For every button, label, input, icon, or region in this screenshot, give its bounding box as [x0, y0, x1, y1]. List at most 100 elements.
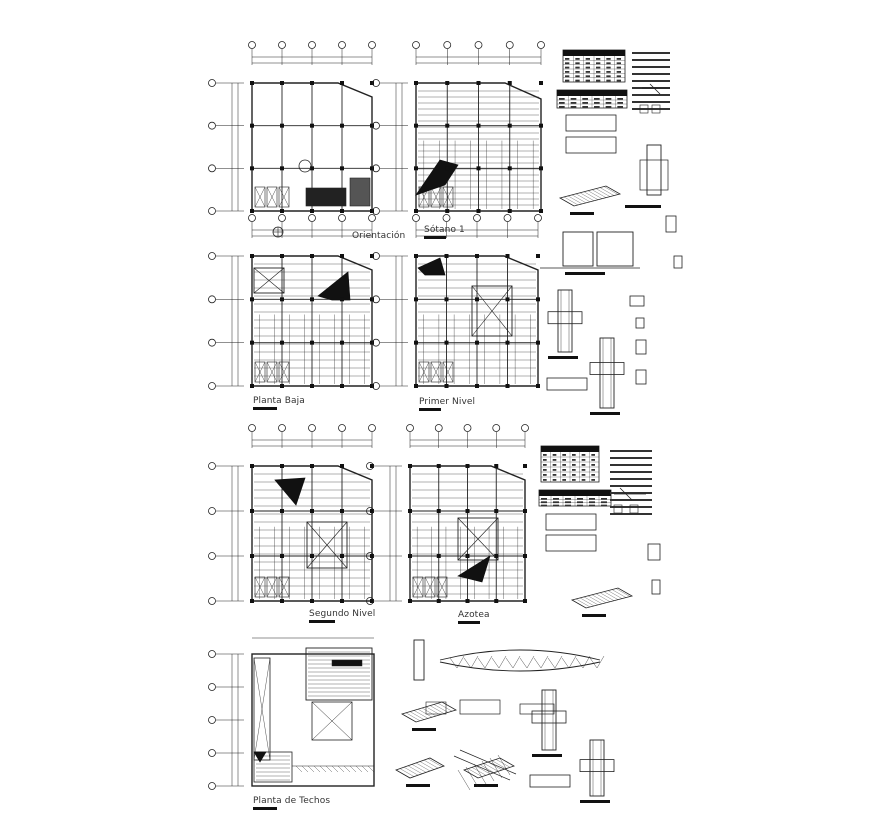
column-mark [370, 123, 374, 128]
plan-outline [415, 82, 542, 212]
notes-text [610, 471, 652, 473]
grid-axis-bubble [208, 164, 216, 173]
stair-box [442, 361, 454, 383]
void-cross [442, 361, 454, 383]
stair-box [266, 186, 278, 208]
table-cell-text [606, 66, 611, 69]
slab-hatch [433, 704, 449, 713]
hatched-area [253, 751, 267, 763]
void-cross [418, 361, 430, 383]
column-mark [250, 123, 254, 128]
slab-hatch [595, 188, 611, 197]
joint-detail [459, 699, 501, 715]
joist-line [337, 765, 345, 773]
column-mark [340, 509, 344, 513]
slab-hatch [401, 713, 417, 723]
table-cell-text [565, 66, 570, 69]
grid-axis-bubble [338, 214, 346, 222]
footing-detail [596, 231, 634, 267]
table-cell-text [616, 66, 621, 69]
table-cell-text [575, 71, 580, 73]
void-cross [424, 576, 436, 598]
truss-web [498, 655, 507, 669]
column-detail [589, 739, 605, 797]
column-mark [408, 554, 412, 558]
grid-axis-bubble [248, 214, 256, 222]
grid-axis-bubble [338, 41, 346, 49]
footing-detail [562, 231, 594, 267]
base-plate-detail [529, 774, 571, 788]
table-header [541, 446, 599, 452]
column-mark [475, 384, 479, 388]
column-mark [280, 297, 284, 302]
table-cell-text [596, 62, 601, 65]
column-mark [476, 166, 481, 171]
column-mark [465, 599, 470, 603]
slab-hatch [563, 196, 579, 206]
void-cross [306, 521, 348, 569]
grid-axis-bubble [308, 424, 316, 432]
pile-detail [646, 144, 662, 196]
table-cell-text [565, 504, 571, 507]
joist-line [349, 765, 357, 773]
table-cell-text [565, 58, 570, 60]
notes-text [610, 499, 652, 501]
slab-hatch [413, 710, 429, 719]
slab-hatch [611, 589, 627, 598]
column-mark [340, 123, 344, 128]
notes-text [632, 108, 670, 110]
slab-hatch [399, 768, 415, 777]
column-mark [536, 254, 540, 258]
drawing-rect [639, 104, 649, 114]
slab-hatch [405, 712, 421, 721]
notes-text [632, 52, 670, 54]
table-cell-text [606, 79, 611, 82]
detail-title [548, 356, 578, 359]
stair-box [266, 576, 278, 598]
table-cell-text [575, 79, 580, 82]
notes-text [610, 506, 652, 508]
grid-axis-bubble [372, 79, 380, 87]
stair-void [306, 521, 348, 569]
title-underline [253, 407, 277, 410]
table-cell-text [577, 498, 583, 500]
column-mark [250, 509, 254, 513]
column-mark [505, 297, 510, 302]
slab-hatch [395, 769, 411, 779]
title-underline [419, 408, 441, 411]
column-mark [494, 509, 499, 513]
truss-web [540, 655, 549, 669]
column-mark [436, 464, 441, 468]
column-mark [408, 599, 412, 603]
truss-web [582, 655, 591, 669]
grid-axis-bubble [412, 41, 420, 49]
title-underline [424, 236, 446, 239]
grid-axis-bubble [208, 462, 216, 470]
column-mark [370, 554, 374, 558]
column-mark [370, 464, 374, 468]
table-cell-text [543, 464, 547, 466]
column-mark [414, 81, 418, 85]
grid-axis-bubble [208, 382, 216, 390]
truss-web [512, 655, 521, 669]
detail-title [412, 728, 436, 731]
column-mark [340, 297, 344, 302]
table-cell-text [570, 106, 577, 108]
table-cell-text [596, 79, 601, 82]
grid-axis-bubble [366, 552, 374, 560]
drawing-rect [665, 215, 677, 233]
stair-box [278, 186, 290, 208]
notes-text [610, 485, 652, 487]
column-mark [465, 509, 470, 513]
column-mark [494, 599, 499, 603]
slab-hatch [429, 705, 445, 714]
label-planta-baja: Planta Baja [253, 396, 305, 406]
drawing-rect [629, 504, 639, 514]
table-cell-text [581, 459, 586, 461]
grid-axis-bubble [366, 462, 374, 470]
grid-axis-bubble [372, 295, 380, 304]
hatched-area [349, 177, 371, 207]
title-underline [253, 807, 277, 810]
joist-line [361, 765, 369, 773]
table-cell-text [572, 474, 576, 476]
